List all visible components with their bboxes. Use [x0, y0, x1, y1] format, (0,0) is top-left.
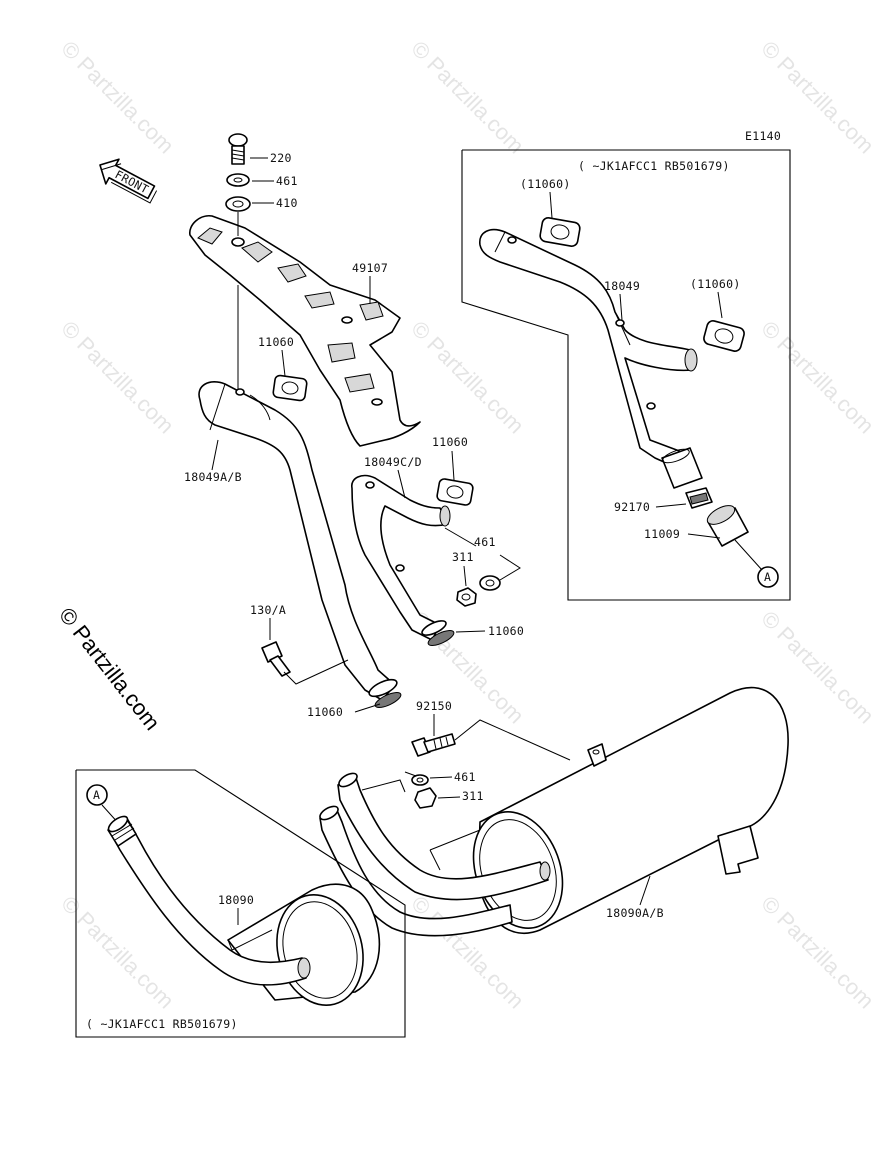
- front-arrow-label: FRONT: [113, 167, 151, 196]
- inset-clamp-label: 92170: [614, 500, 650, 514]
- gasket-11060-b: [436, 478, 474, 506]
- nut-311-mid: [456, 587, 477, 607]
- inset-clamp: [685, 487, 713, 509]
- watermarks: © Partzilla.com © Partzilla.com © Partzi…: [56, 36, 879, 1014]
- inset-muffler-label: 18090: [218, 893, 254, 907]
- bolt-130a: [261, 641, 291, 677]
- inset-top-condition: ( ~JK1AFCC1 RB501679): [578, 159, 730, 173]
- washer-low-label: 461: [454, 770, 476, 784]
- inset-pipe-label: 18049: [604, 279, 640, 293]
- watermark-2: © Partzilla.com: [406, 36, 529, 159]
- bolt-92150-label: 92150: [416, 699, 452, 713]
- pipe-ab-label: 18049A/B: [184, 470, 242, 484]
- inset-top: ( ~JK1AFCC1 RB501679) (11060) (11060) 18…: [461, 149, 791, 601]
- inset-pipe: [479, 228, 698, 471]
- bolt-220-label: 220: [270, 151, 292, 165]
- gasket-11060-a: [272, 374, 308, 402]
- watermark-1: © Partzilla.com: [56, 36, 179, 159]
- inset-gasket-left-label: (11060): [520, 177, 571, 191]
- gasket-b-label: 11060: [432, 435, 468, 449]
- nut-mid-label: 311: [452, 550, 474, 564]
- nut-311-low: [414, 787, 437, 809]
- diagram-code: E1140: [745, 129, 781, 143]
- inset-bottom: ( ~JK1AFCC1 RB501679) A 18090: [75, 769, 406, 1038]
- inset-bottom-condition: ( ~JK1AFCC1 RB501679): [86, 1017, 238, 1031]
- muffler-ab-label: 18090A/B: [606, 906, 664, 920]
- watermark-5: © Partzilla.com: [406, 316, 529, 439]
- inset-tail-pipe: [107, 815, 311, 986]
- nut-low-label: 311: [462, 789, 484, 803]
- bolt-130-label: 130/A: [250, 603, 286, 617]
- watermark-4: © Partzilla.com: [56, 316, 179, 439]
- heat-cover-label: 49107: [352, 261, 388, 275]
- heat-cover-49107: [189, 215, 421, 447]
- inset-top-ref-a: A: [764, 570, 771, 584]
- inset-pipe-sleeve: [661, 447, 703, 489]
- washer-mid-label: 461: [474, 535, 496, 549]
- gasket-11060-c: [427, 630, 455, 646]
- gasket-a-label: 11060: [258, 335, 294, 349]
- inset-gasket-right: [703, 320, 745, 352]
- gasket-c-label: 11060: [488, 624, 524, 638]
- side-watermark: © Partzilla.com: [54, 603, 165, 735]
- watermark-11: © Partzilla.com: [756, 891, 879, 1014]
- pipe-18049ab: [198, 381, 396, 701]
- inset-gasket-left: [539, 217, 581, 247]
- pipe-18049cd: [351, 474, 451, 641]
- bolt-92150: [411, 733, 456, 757]
- muffler-18090ab: [429, 686, 789, 935]
- washer-top-label: 461: [276, 174, 298, 188]
- washer-461-low: [411, 774, 429, 786]
- bolt-220: [228, 133, 248, 165]
- collar-label: 410: [276, 196, 298, 210]
- inset-bottom-ref-a: A: [93, 788, 100, 802]
- pipe-cd-label: 18049C/D: [364, 455, 422, 469]
- inset-gasket-right-label: (11060): [690, 277, 741, 291]
- collar-410: [225, 196, 251, 212]
- gasket-d-label: 11060: [307, 705, 343, 719]
- washer-461-top: [226, 173, 250, 187]
- washer-461-mid: [479, 575, 501, 591]
- inset-gasket-seal-label: 11009: [644, 527, 680, 541]
- inset-gasket-seal: [706, 505, 749, 547]
- front-arrow: FRONT: [99, 158, 158, 204]
- watermark-6: © Partzilla.com: [756, 316, 879, 439]
